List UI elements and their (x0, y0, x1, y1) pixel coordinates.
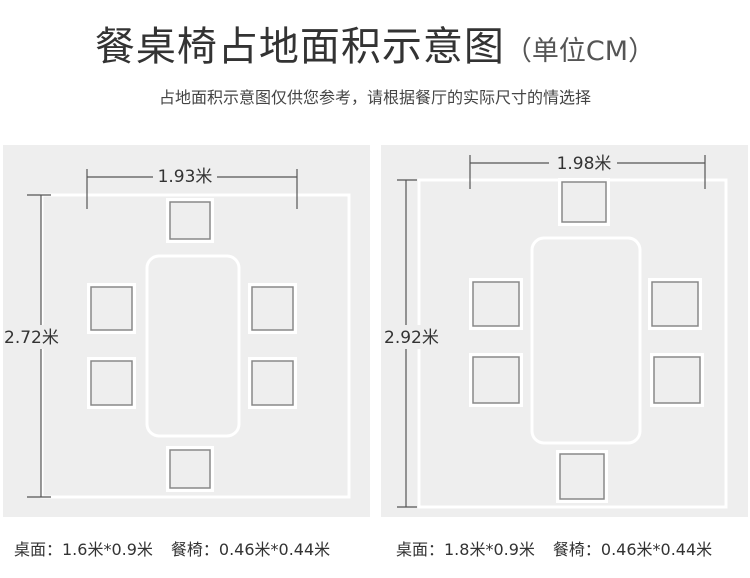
chair-right-upper (248, 283, 297, 334)
dining-table (530, 236, 642, 445)
chair-bottom (556, 450, 608, 503)
chair-top (166, 198, 214, 243)
height-label-bg (5, 325, 65, 349)
height-label: 2.72米 (4, 328, 59, 348)
diagram-panel-right: 1.98米 2.92米 (381, 145, 748, 517)
chair-right-lower (248, 357, 297, 409)
caption-left: 桌面：1.6米*0.9米餐椅：0.46米*0.44米 (14, 536, 330, 560)
chair-left-lower (87, 357, 136, 409)
table-size-label: 桌面：1.8米*0.9米 (396, 540, 535, 559)
width-label-bg (153, 165, 217, 189)
caption-right: 桌面：1.8米*0.9米餐椅：0.46米*0.44米 (396, 536, 712, 560)
height-label: 2.92米 (384, 328, 439, 348)
floor-plan-left: 1.93米 2.72米 (4, 165, 351, 499)
chair-bottom (166, 446, 214, 492)
page-title: 餐桌椅占地面积示意图（单位CM） (0, 14, 750, 72)
chair-top (558, 178, 610, 226)
width-label: 1.98米 (557, 154, 612, 174)
chair-left-lower (469, 353, 523, 407)
floor-plan-right: 1.98米 2.92米 (383, 151, 728, 509)
table-size-label: 桌面：1.6米*0.9米 (14, 540, 153, 559)
page-subtitle: 占地面积示意图仅供您参考，请根据餐厅的实际尺寸的情选择 (158, 88, 591, 107)
chair-left-upper (87, 283, 136, 334)
width-label-bg (549, 151, 617, 175)
chair-right-upper (648, 278, 702, 330)
title-main: 餐桌椅占地面积示意图 (94, 24, 505, 70)
title-unit: （单位CM） (504, 36, 656, 67)
width-label: 1.93米 (158, 167, 213, 187)
height-label-bg (383, 325, 443, 349)
chair-right-lower (650, 353, 704, 407)
chair-size-label: 餐椅：0.46米*0.44米 (170, 540, 331, 559)
chair-left-upper (469, 278, 523, 330)
diagram-panel-left: 1.93米 2.72米 (3, 145, 370, 517)
chair-size-label: 餐椅：0.46米*0.44米 (552, 540, 713, 559)
dining-table (145, 254, 241, 438)
